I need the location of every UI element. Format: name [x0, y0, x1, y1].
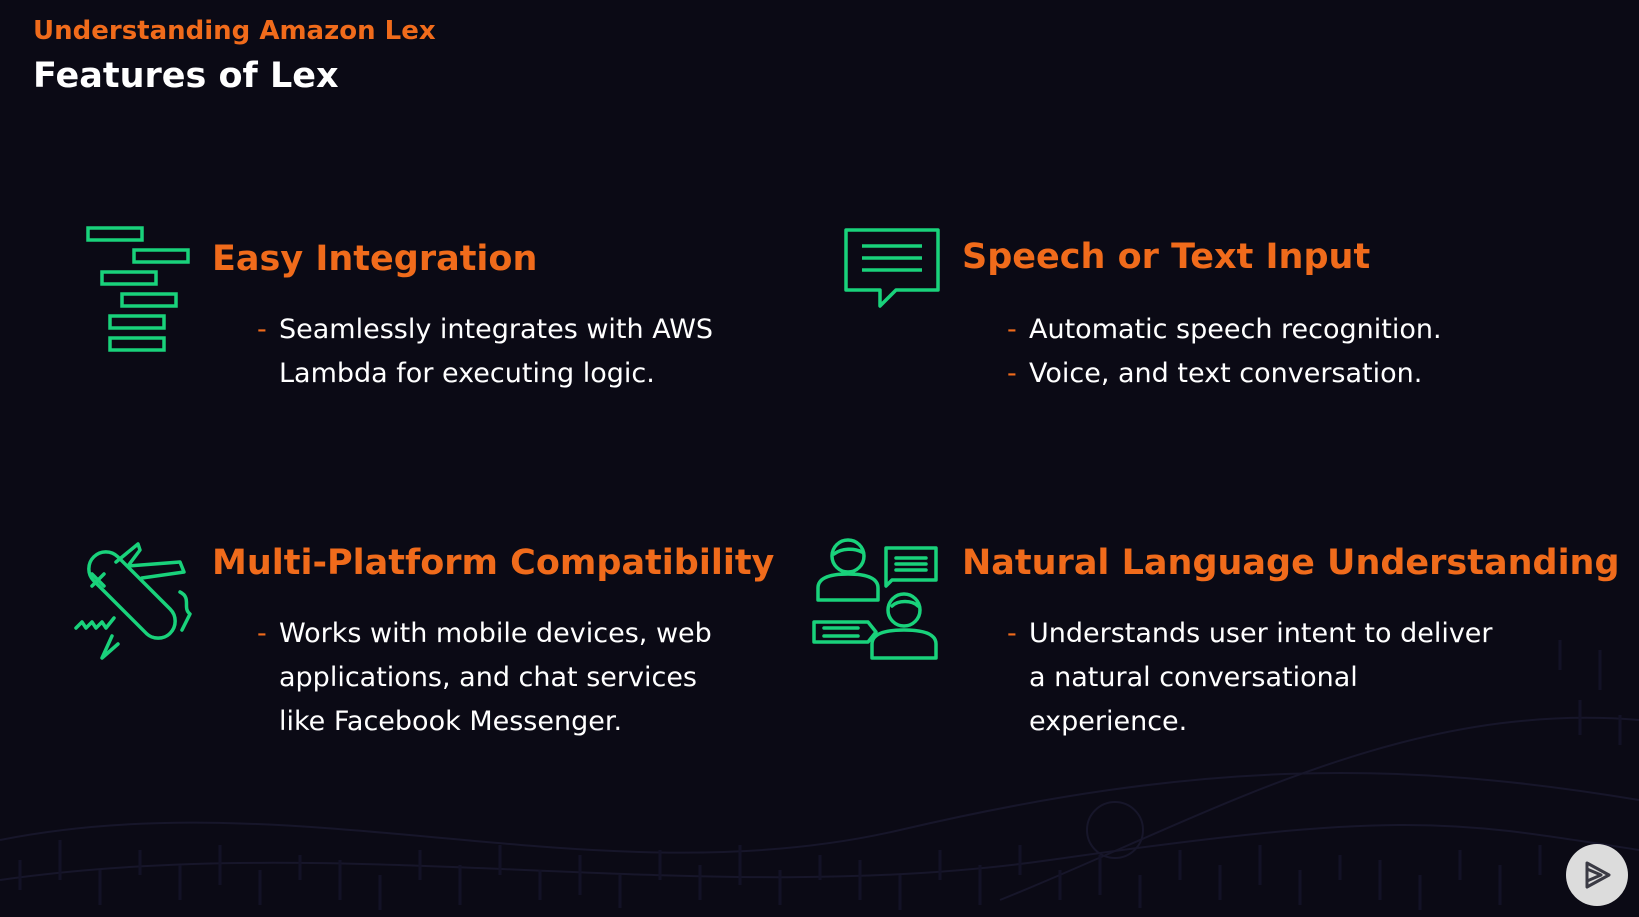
- bullet-dash: -: [257, 314, 267, 345]
- bullet-item: - Seamlessly integrates with AWS Lambda …: [257, 308, 737, 396]
- feature-bullets-easy-integration: - Seamlessly integrates with AWS Lambda …: [257, 308, 737, 396]
- feature-bullets-natural-language-understanding: - Understands user intent to deliver a n…: [1007, 612, 1507, 744]
- bullet-dash: -: [1007, 314, 1017, 345]
- people-conversation-icon: [812, 538, 938, 660]
- bullet-text: Works with mobile devices, web applicati…: [279, 618, 712, 737]
- bullet-text: Voice, and text conversation.: [1029, 358, 1423, 389]
- slide-title: Features of Lex: [33, 56, 339, 96]
- bullet-item: - Automatic speech recognition.: [1007, 308, 1507, 352]
- stacked-blocks-icon: [86, 226, 190, 352]
- feature-title-easy-integration: Easy Integration: [212, 239, 538, 279]
- feature-title-multi-platform-compatibility: Multi-Platform Compatibility: [212, 543, 775, 583]
- play-icon: [1585, 861, 1611, 889]
- course-title: Understanding Amazon Lex: [33, 16, 436, 46]
- bullet-text: Understands user intent to deliver a nat…: [1029, 618, 1493, 737]
- feature-title-natural-language-understanding: Natural Language Understanding: [962, 543, 1620, 583]
- bullet-dash: -: [1007, 358, 1017, 389]
- feature-title-speech-or-text-input: Speech or Text Input: [962, 237, 1371, 277]
- bullet-dash: -: [1007, 618, 1017, 649]
- bullet-item: - Understands user intent to deliver a n…: [1007, 612, 1507, 744]
- bullet-text: Automatic speech recognition.: [1029, 314, 1442, 345]
- bullet-text: Seamlessly integrates with AWS Lambda fo…: [279, 314, 714, 389]
- chat-bubble-icon: [844, 228, 940, 308]
- swiss-army-knife-icon: [74, 542, 192, 660]
- bullet-item: - Voice, and text conversation.: [1007, 352, 1507, 396]
- bullet-item: - Works with mobile devices, web applica…: [257, 612, 737, 744]
- feature-bullets-multi-platform-compatibility: - Works with mobile devices, web applica…: [257, 612, 737, 744]
- play-button[interactable]: [1566, 844, 1628, 906]
- bullet-dash: -: [257, 618, 267, 649]
- feature-bullets-speech-or-text-input: - Automatic speech recognition. - Voice,…: [1007, 308, 1507, 396]
